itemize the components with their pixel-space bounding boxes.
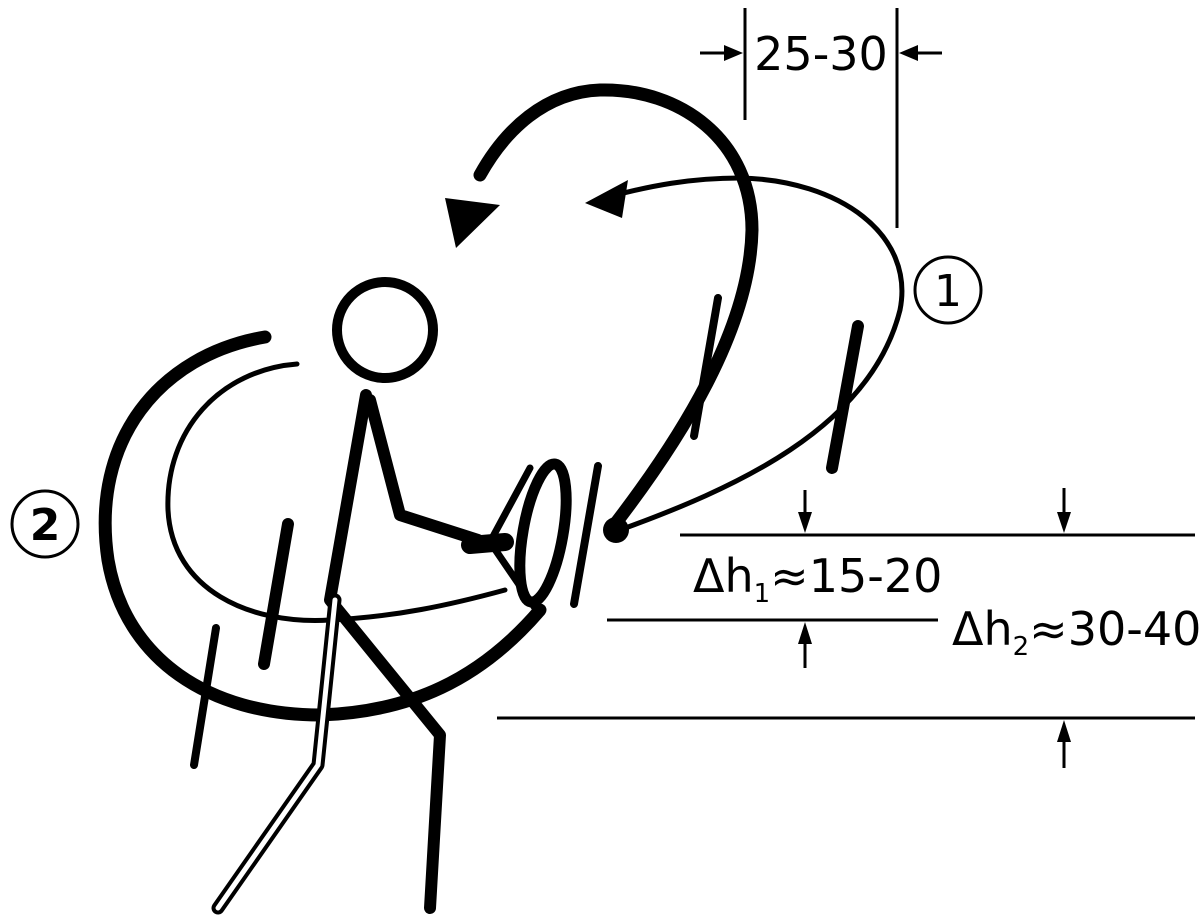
stroke-2-number: 2 [30, 500, 61, 551]
dimension-arrow-right-icon [899, 45, 942, 61]
offset-dimension-label: 25-30 [754, 27, 888, 81]
racket-head [514, 458, 572, 608]
dh1-label: Δh1≈15-20 [693, 549, 942, 609]
level-arrow-down-2-icon [1057, 488, 1071, 533]
player-body [324, 389, 446, 914]
player-leg-inner [215, 597, 338, 911]
motion-tick-3 [570, 462, 602, 608]
stroke-1-trajectory [609, 175, 905, 533]
backswing-arrowhead-icon [445, 198, 500, 248]
dh2-label: Δh2≈30-40 [952, 602, 1200, 662]
motion-tick-2 [826, 320, 864, 474]
ball-icon [603, 517, 629, 543]
motion-tick-5 [190, 624, 220, 769]
player-arm [364, 394, 484, 546]
player-head [332, 277, 438, 383]
stroke-2-inner-trajectory [165, 361, 508, 623]
stroke-1-marker: 1 [913, 255, 983, 325]
motion-tick-1 [690, 294, 722, 440]
level-arrow-up-2-icon [1057, 720, 1071, 768]
stroke-2-outer-trajectory [98, 330, 547, 722]
dimension-arrow-left-icon [700, 45, 743, 61]
stroke-1-number: 1 [934, 266, 962, 317]
motion-tick-4 [258, 518, 294, 670]
backswing-arc [473, 83, 759, 535]
stroke-2-marker: 2 [10, 489, 80, 559]
level-arrow-down-1-icon [798, 490, 812, 533]
level-arrow-up-1-icon [798, 622, 812, 668]
stroke-1-arrowhead-icon [585, 180, 628, 218]
